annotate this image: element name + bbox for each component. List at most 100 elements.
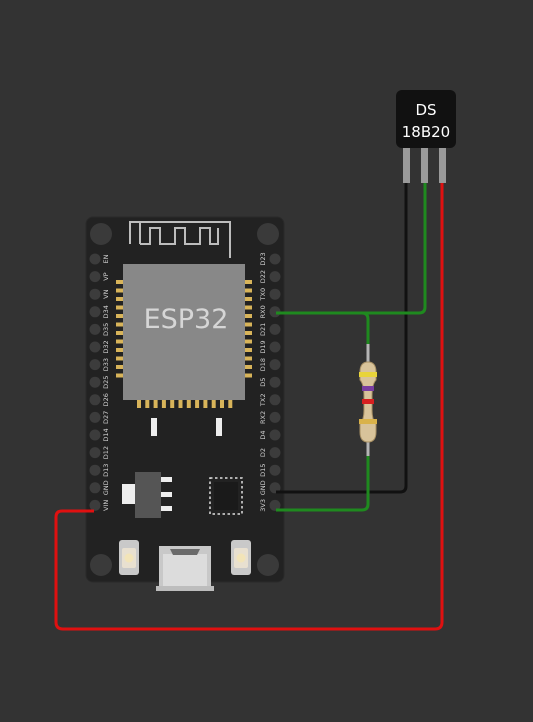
chip-contact xyxy=(116,297,123,301)
pin-label-right-gnd: GND xyxy=(259,480,267,495)
header-pin-right-d22[interactable] xyxy=(269,271,281,283)
wire-pullup-3v3[interactable] xyxy=(276,453,370,512)
pin-label-right-d23: D23 xyxy=(259,252,267,265)
header-pin-left-d32[interactable] xyxy=(89,341,101,353)
resistor-band-1 xyxy=(359,372,377,377)
chip-contact xyxy=(116,280,123,284)
pin-label-right-rx2: RX2 xyxy=(259,411,267,424)
resistor-band-4 xyxy=(359,419,377,424)
esp32-board: ESP32 xyxy=(85,216,285,591)
chip-contact xyxy=(116,356,123,361)
chip-contact xyxy=(245,280,252,284)
pin-label-right-d18: D18 xyxy=(259,358,267,371)
header-pin-right-3v3[interactable] xyxy=(269,499,281,511)
header-pin-right-tx0[interactable] xyxy=(269,288,281,300)
header-pin-left-d13[interactable] xyxy=(89,464,101,476)
sensor-label-line1: DS xyxy=(415,101,436,119)
chip-contact xyxy=(228,400,233,408)
chip-contact xyxy=(116,373,123,378)
chip-contact xyxy=(245,305,252,310)
pin-label-right-d2: D2 xyxy=(259,448,267,457)
antenna-trace-icon xyxy=(129,221,231,258)
pin-label-left-d32: D32 xyxy=(102,340,110,353)
pin-label-left-vp: VP xyxy=(102,272,110,280)
chip-contact xyxy=(220,400,224,408)
header-pin-left-vp[interactable] xyxy=(89,271,101,283)
header-pin-left-d14[interactable] xyxy=(89,429,101,441)
chip-contact xyxy=(116,331,123,335)
pin-label-left-d27: D27 xyxy=(102,411,110,424)
chip-contact xyxy=(245,356,252,361)
left-pin-header: ENVPVND34D35D32D33D25D26D27D14D12D13GNDV… xyxy=(89,253,110,511)
header-pin-right-d4[interactable] xyxy=(269,429,281,441)
header-pin-right-d23[interactable] xyxy=(269,253,281,265)
pin-label-right-d21: D21 xyxy=(259,323,267,336)
sensor-pin-vdd xyxy=(439,145,446,183)
chip-contact xyxy=(245,331,252,335)
sensor-label-line2: 18B20 xyxy=(402,123,450,141)
header-pin-left-d12[interactable] xyxy=(89,447,101,459)
header-pin-right-d15[interactable] xyxy=(269,464,281,476)
header-pin-left-d35[interactable] xyxy=(89,323,101,335)
reset-button[interactable] xyxy=(231,540,251,575)
pin-label-left-vin: VIN xyxy=(102,500,110,511)
chip-contact xyxy=(116,305,123,310)
header-pin-left-vn[interactable] xyxy=(89,288,101,300)
header-pin-left-en[interactable] xyxy=(89,253,101,265)
chip-contact xyxy=(245,314,252,318)
chip-contact xyxy=(145,400,150,408)
header-pin-left-vin[interactable] xyxy=(89,499,101,511)
pin-label-right-d22: D22 xyxy=(259,270,267,283)
wire-data-to-resistor[interactable] xyxy=(361,311,370,346)
header-pin-right-rx0[interactable] xyxy=(269,306,281,318)
resistor-band-3 xyxy=(362,399,374,404)
wire-power[interactable] xyxy=(54,182,444,631)
chip-contact xyxy=(137,400,141,408)
mounting-hole-bottom-left xyxy=(90,554,112,576)
header-pin-left-d34[interactable] xyxy=(89,306,101,318)
pin-label-right-d15: D15 xyxy=(259,464,267,477)
wires xyxy=(54,182,444,631)
header-pin-left-d25[interactable] xyxy=(89,376,101,388)
pin-label-right-tx2: TX2 xyxy=(259,394,267,408)
chip-contact xyxy=(116,348,123,352)
boot-button[interactable] xyxy=(119,540,139,575)
header-pin-left-gnd[interactable] xyxy=(89,482,101,494)
sensor-pin-gnd xyxy=(403,145,410,183)
pin-label-left-vn: VN xyxy=(102,289,110,298)
pullup-resistor[interactable] xyxy=(359,344,377,456)
chip-contact xyxy=(186,400,191,408)
chip-contact xyxy=(153,400,158,408)
right-pin-header: D23D22TX0RX0D21D19D18D5TX2RX2D4D2D15GND3… xyxy=(259,252,281,512)
header-pin-right-d19[interactable] xyxy=(269,341,281,353)
header-pin-left-d33[interactable] xyxy=(89,359,101,371)
header-pin-right-d18[interactable] xyxy=(269,359,281,371)
chip-contact xyxy=(203,400,208,408)
mounting-hole-top-right xyxy=(257,223,279,245)
pin-label-right-tx0: TX0 xyxy=(259,288,267,302)
header-pin-right-d5[interactable] xyxy=(269,376,281,388)
pin-label-left-d25: D25 xyxy=(102,376,110,389)
header-pin-right-tx2[interactable] xyxy=(269,394,281,406)
header-pin-left-d26[interactable] xyxy=(89,394,101,406)
header-pin-right-d2[interactable] xyxy=(269,447,281,459)
pin-label-right-d4: D4 xyxy=(259,430,267,439)
micro-usb-port-icon[interactable] xyxy=(156,546,214,591)
pin-label-left-en: EN xyxy=(102,254,110,263)
wire-gnd[interactable] xyxy=(276,182,408,494)
chip-contact xyxy=(195,400,200,408)
pin-label-right-rx0: RX0 xyxy=(259,305,267,318)
wire-data[interactable] xyxy=(276,182,427,315)
header-pin-left-d27[interactable] xyxy=(89,411,101,423)
ds18b20-sensor[interactable]: DS 18B20 xyxy=(396,90,456,183)
resistor-band-2 xyxy=(362,386,374,391)
pin-label-left-d12: D12 xyxy=(102,446,110,459)
header-pin-right-d21[interactable] xyxy=(269,323,281,335)
chip-contact xyxy=(245,339,252,344)
mounting-hole-bottom-right xyxy=(257,554,279,576)
mounting-hole-top-left xyxy=(90,223,112,245)
header-pin-right-rx2[interactable] xyxy=(269,411,281,423)
usb-serial-chip xyxy=(209,477,243,515)
chip-contact xyxy=(170,400,175,408)
chip-contact xyxy=(116,365,123,369)
